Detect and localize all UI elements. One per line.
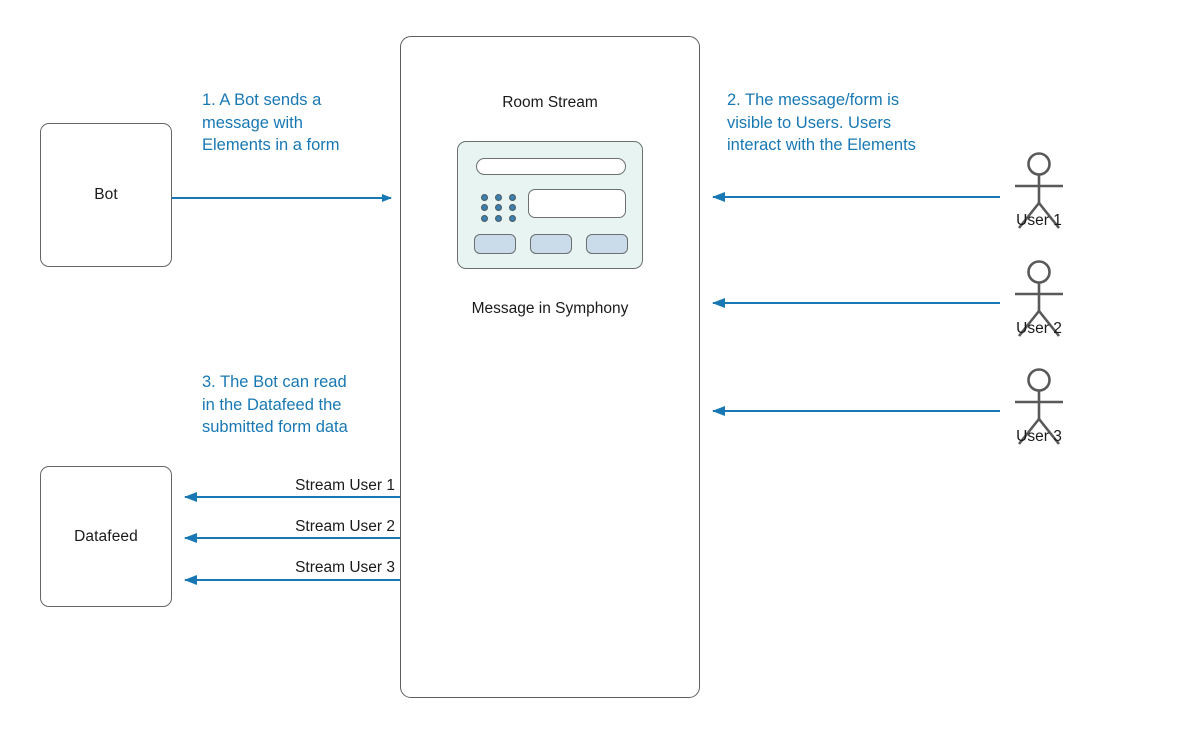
stick-figure-user-1	[1015, 152, 1063, 229]
note-step-2-line-3: interact with the Elements	[727, 136, 916, 154]
dot	[494, 193, 502, 201]
note-step-3: 3. The Bot can read in the Datafeed the …	[202, 371, 412, 439]
note-step-1: 1. A Bot sends a message with Elements i…	[202, 89, 402, 157]
edge-label-stream-user-1: Stream User 1	[295, 477, 395, 494]
dot	[494, 204, 502, 212]
datafeed-node[interactable]: Datafeed	[40, 466, 172, 607]
form-button-row	[474, 234, 628, 254]
dot	[508, 193, 516, 201]
dot	[480, 215, 488, 223]
form-dot-grid-icon	[477, 192, 519, 224]
form-text-area[interactable]	[528, 189, 626, 218]
bot-node-label: Bot	[94, 186, 118, 203]
user-label-1: User 1	[1016, 212, 1062, 229]
note-step-2: 2. The message/form is visible to Users.…	[727, 89, 987, 157]
dot	[480, 204, 488, 212]
message-in-symphony-caption: Message in Symphony	[471, 300, 629, 317]
form-button-3[interactable]	[586, 234, 628, 254]
datafeed-node-label: Datafeed	[74, 527, 138, 545]
note-step-1-line-2: message with	[202, 113, 303, 132]
user-label-3: User 3	[1016, 428, 1062, 445]
note-step-2-line-1: 2. The message/form is	[727, 91, 900, 109]
note-step-2-line-2: visible to Users. Users	[727, 113, 892, 132]
note-step-1-line-3: Elements in a form	[202, 136, 340, 154]
form-button-2[interactable]	[530, 234, 572, 254]
form-text-input-pill[interactable]	[476, 158, 626, 175]
dot	[508, 215, 516, 223]
bot-node[interactable]: Bot	[40, 123, 172, 267]
dot	[508, 204, 516, 212]
room-stream-title: Room Stream	[502, 94, 598, 111]
note-step-3-line-2: in the Datafeed the	[202, 395, 342, 414]
room-stream-container	[400, 36, 700, 698]
dot	[480, 193, 488, 201]
note-step-3-line-1: 3. The Bot can read	[202, 373, 347, 391]
edge-label-stream-user-2: Stream User 2	[295, 518, 395, 535]
stick-figure-user-3	[1015, 368, 1063, 445]
message-elements-form[interactable]	[457, 141, 643, 269]
dot	[494, 215, 502, 223]
note-step-3-line-3: submitted form data	[202, 418, 348, 436]
stick-figure-user-2	[1015, 260, 1063, 337]
user-label-2: User 2	[1016, 320, 1062, 337]
form-button-1[interactable]	[474, 234, 516, 254]
note-step-1-line-1: 1. A Bot sends a	[202, 91, 322, 109]
edge-label-stream-user-3: Stream User 3	[295, 559, 395, 576]
